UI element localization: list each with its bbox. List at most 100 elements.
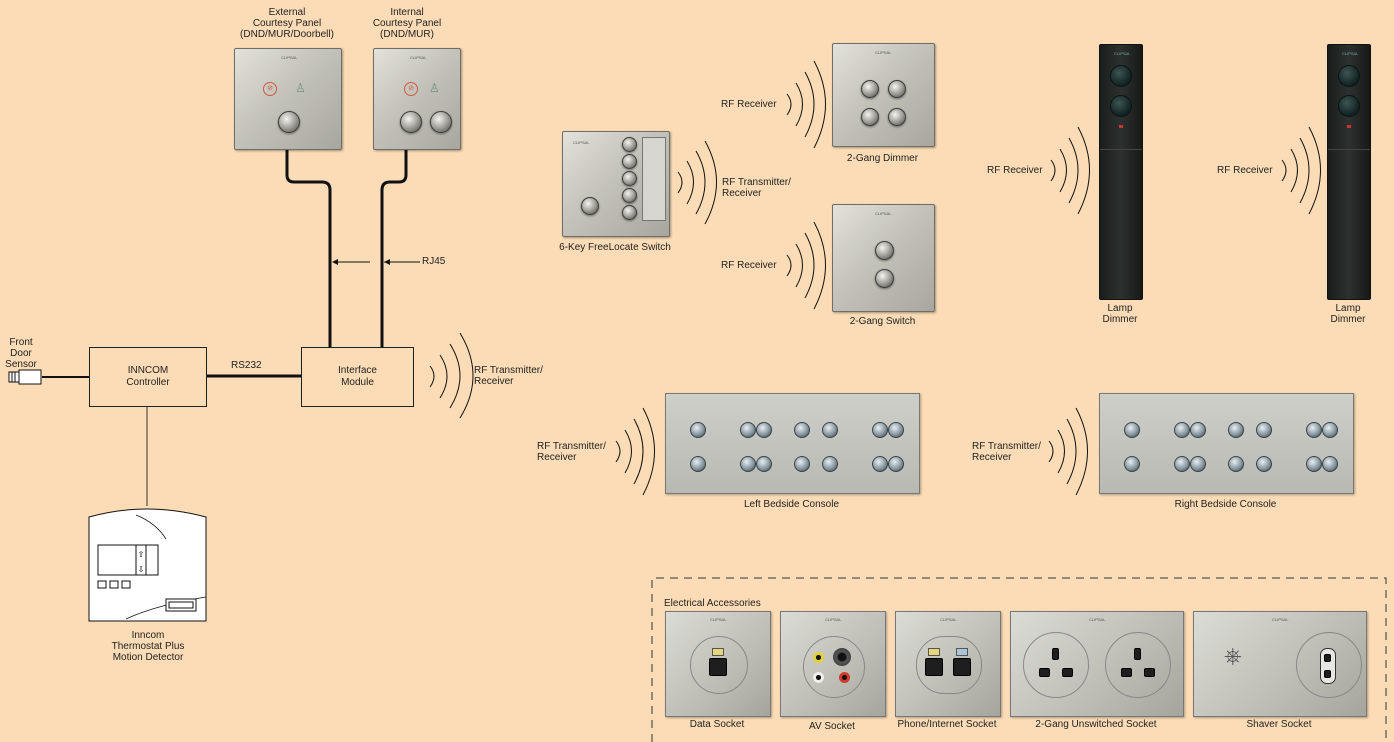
av-socket-ring xyxy=(803,636,865,698)
console-button[interactable] xyxy=(872,456,888,472)
freelocate-label-strip xyxy=(642,137,666,221)
console-button[interactable] xyxy=(794,422,810,438)
console-button[interactable] xyxy=(690,422,706,438)
freelocate-key-1[interactable] xyxy=(622,137,637,152)
console-button[interactable] xyxy=(822,456,838,472)
console-button[interactable] xyxy=(1256,422,1272,438)
console-button[interactable] xyxy=(1190,456,1206,472)
internet-jack[interactable] xyxy=(953,658,971,676)
console-button[interactable] xyxy=(1228,422,1244,438)
outlet-left-pin-2[interactable] xyxy=(1062,668,1073,677)
console-button[interactable] xyxy=(1124,456,1140,472)
accessories-group-border xyxy=(651,577,1387,742)
two-gang-unswitched-socket: CLIPSAL xyxy=(1010,611,1184,717)
rf-label-interface: RF Transmitter/ Receiver xyxy=(474,365,543,387)
console-button[interactable] xyxy=(794,456,810,472)
console-button[interactable] xyxy=(690,456,706,472)
outlet-left-pin-1[interactable] xyxy=(1039,668,1050,677)
console-button[interactable] xyxy=(740,456,756,472)
console-button[interactable] xyxy=(822,422,838,438)
outlet-right-pin-2[interactable] xyxy=(1144,668,1155,677)
console-button[interactable] xyxy=(888,456,904,472)
outlet-left-earth[interactable] xyxy=(1052,648,1059,660)
dimmer-button-3[interactable] xyxy=(861,108,879,126)
lamp-dimmer-divider xyxy=(1100,149,1142,150)
console-button[interactable] xyxy=(1190,422,1206,438)
av-red-jack[interactable] xyxy=(839,672,850,683)
lamp-dimmer-led xyxy=(1347,125,1351,128)
data-socket-jack[interactable] xyxy=(709,658,727,676)
dimmer-button-4[interactable] xyxy=(888,108,906,126)
panel-brand: CLIPSAL xyxy=(281,55,298,60)
outlet-right-earth[interactable] xyxy=(1134,648,1141,660)
panel-brand: CLIPSAL xyxy=(875,211,892,216)
shaver-icon: ⎈ xyxy=(1224,644,1242,669)
lamp-dimmer-1-label: Lamp Dimmer xyxy=(1102,303,1138,325)
inncom-controller: INNCOM Controller xyxy=(89,347,207,407)
mur-icon: ♙ xyxy=(295,81,306,95)
panel-brand: CLIPSAL xyxy=(875,50,892,55)
av-white-jack[interactable] xyxy=(813,672,824,683)
freelocate-master-button[interactable] xyxy=(581,197,599,215)
panel-brand: CLIPSAL xyxy=(1342,51,1359,56)
console-button[interactable] xyxy=(1306,422,1322,438)
console-button[interactable] xyxy=(756,422,772,438)
shaver-pin-2[interactable] xyxy=(1324,670,1331,678)
data-socket-label-tab xyxy=(712,648,724,656)
freelocate-label: 6-Key FreeLocate Switch xyxy=(559,242,671,253)
freelocate-key-2[interactable] xyxy=(622,154,637,169)
console-button[interactable] xyxy=(1322,422,1338,438)
console-button[interactable] xyxy=(1228,456,1244,472)
console-button[interactable] xyxy=(872,422,888,438)
dimmer-button-1[interactable] xyxy=(861,80,879,98)
console-button[interactable] xyxy=(1322,456,1338,472)
doorbell-button[interactable] xyxy=(278,111,300,133)
freelocate-key-3[interactable] xyxy=(622,171,637,186)
shaver-pin-1[interactable] xyxy=(1324,654,1331,662)
console-button[interactable] xyxy=(740,422,756,438)
lamp-dimmer-knob-1[interactable] xyxy=(1338,65,1360,87)
console-button[interactable] xyxy=(756,456,772,472)
console-button[interactable] xyxy=(1256,456,1272,472)
rf-label-dimmer: RF Receiver xyxy=(721,99,777,110)
dimmer-button-2[interactable] xyxy=(888,80,906,98)
panel-brand: CLIPSAL xyxy=(1272,617,1289,622)
door-sensor-icon xyxy=(8,369,42,385)
lamp-dimmer-2-label: Lamp Dimmer xyxy=(1330,303,1366,325)
av-svideo-jack[interactable] xyxy=(833,648,851,666)
lamp-dimmer-led xyxy=(1119,125,1123,128)
panel-brand: CLIPSAL xyxy=(940,617,957,622)
right-bedside-console xyxy=(1099,393,1354,494)
switch-button-2[interactable] xyxy=(875,269,894,288)
freelocate-key-5[interactable] xyxy=(622,205,637,220)
dnd-button[interactable] xyxy=(400,111,422,133)
external-courtesy-panel: CLIPSAL ⊘ ♙ xyxy=(234,48,342,150)
console-button[interactable] xyxy=(1174,456,1190,472)
internal-panel-label: Internal Courtesy Panel (DND/MUR) xyxy=(372,7,442,40)
left-console-label: Left Bedside Console xyxy=(743,499,840,510)
data-socket-ring xyxy=(690,636,748,694)
interface-module: Interface Module xyxy=(301,347,414,407)
phone-jack[interactable] xyxy=(925,658,943,676)
freelocate-key-4[interactable] xyxy=(622,188,637,203)
console-button[interactable] xyxy=(888,422,904,438)
lamp-dimmer-knob-2[interactable] xyxy=(1338,95,1360,117)
lamp-dimmer-knob-2[interactable] xyxy=(1110,95,1132,117)
outlet-right-pin-1[interactable] xyxy=(1121,668,1132,677)
console-button[interactable] xyxy=(1174,422,1190,438)
console-button[interactable] xyxy=(1124,422,1140,438)
accessories-title: Electrical Accessories xyxy=(664,598,761,609)
lamp-dimmer-knob-1[interactable] xyxy=(1110,65,1132,87)
mur-button[interactable] xyxy=(430,111,452,133)
switch-button-1[interactable] xyxy=(875,241,894,260)
switch-label: 2-Gang Switch xyxy=(849,316,916,327)
av-socket-label: AV Socket xyxy=(809,721,855,732)
dimmer-label: 2-Gang Dimmer xyxy=(846,153,919,164)
left-bedside-console xyxy=(665,393,920,494)
console-button[interactable] xyxy=(1306,456,1322,472)
av-yellow-jack[interactable] xyxy=(813,652,824,663)
dnd-icon: ⊘ xyxy=(404,82,418,96)
rf-label-left-console: RF Transmitter/ Receiver xyxy=(537,441,606,463)
